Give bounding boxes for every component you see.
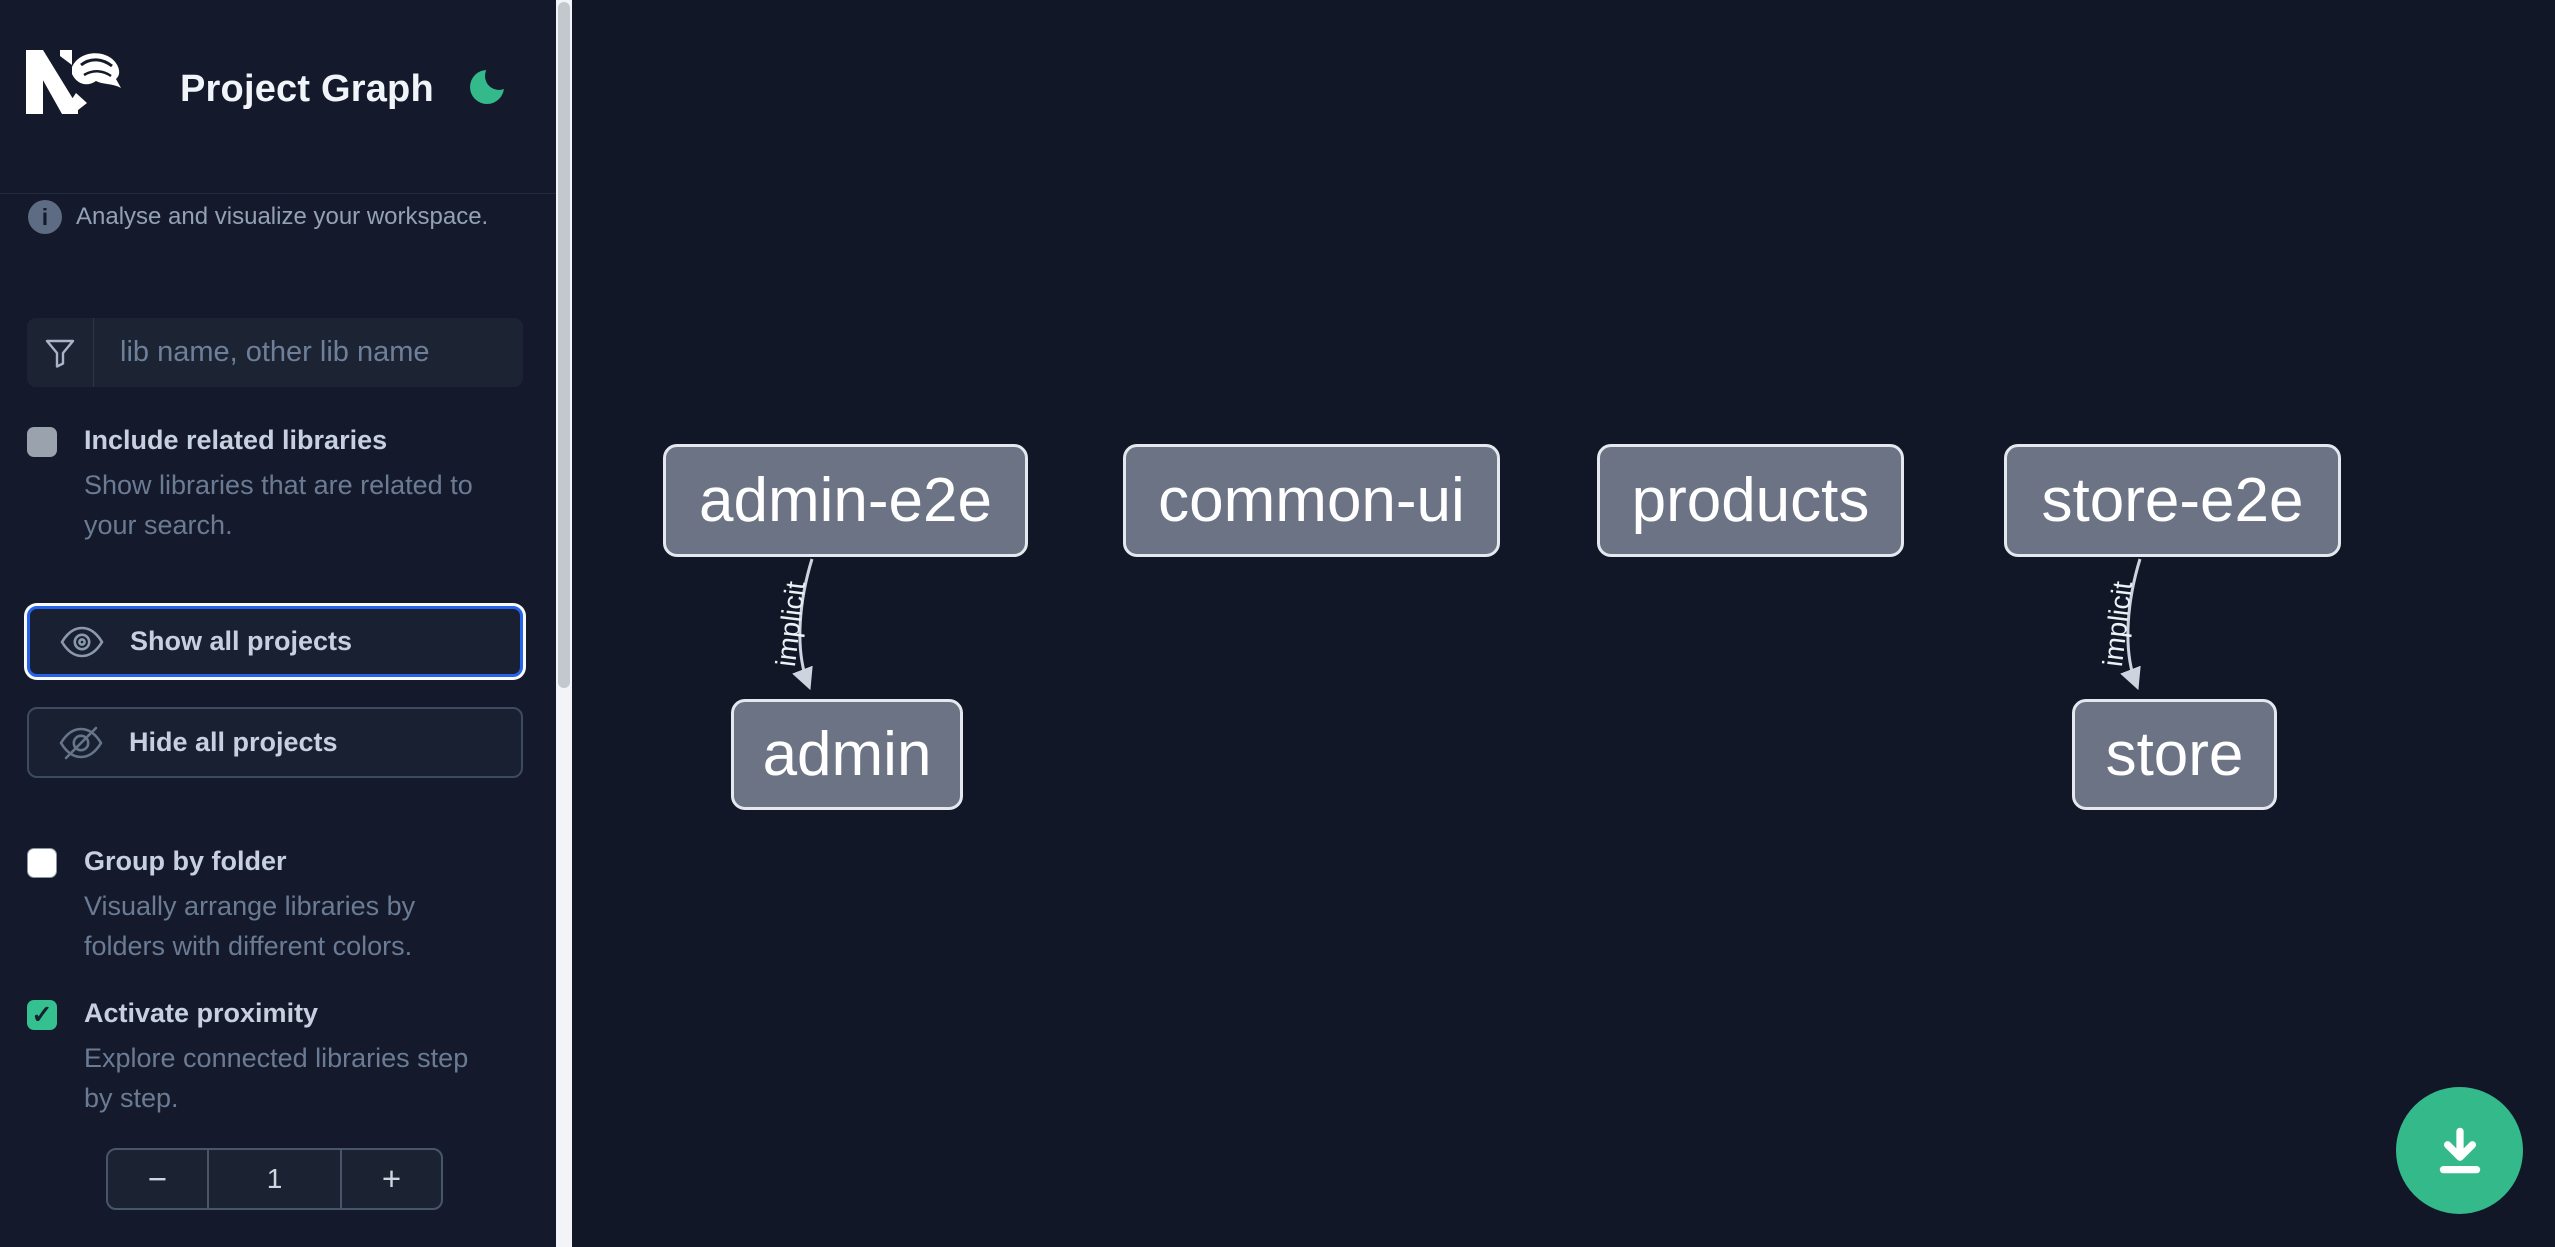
decrement-button[interactable]: −: [147, 1160, 168, 1197]
eye-icon: [60, 626, 104, 657]
hide-all-projects-label: Hide all projects: [129, 727, 338, 757]
sidebar: Project Graph i Analyse and visualize yo…: [0, 0, 556, 1247]
theme-toggle-moon-icon[interactable]: [468, 66, 508, 106]
checkmark-icon: ✓: [31, 1001, 53, 1029]
proximity-depth-value: 1: [207, 1150, 342, 1208]
proximity-depth-stepper: − 1 +: [106, 1148, 443, 1210]
filter-funnel-icon: [27, 318, 94, 387]
group-by-folder-label: Group by folder: [84, 846, 287, 876]
node-common-ui[interactable]: common-ui: [1123, 444, 1500, 557]
option-activate-proximity: ✓ Activate proximity Explore connected l…: [27, 997, 497, 1118]
group-by-folder-description: Visually arrange libraries by folders wi…: [84, 891, 416, 961]
sidebar-scrollbar-track[interactable]: [556, 0, 572, 1247]
show-all-projects-label: Show all projects: [130, 626, 353, 656]
activate-proximity-description: Explore connected libraries step by step…: [84, 1043, 469, 1113]
node-products[interactable]: products: [1597, 444, 1904, 557]
edge-store-e2e-store[interactable]: [2120, 558, 2142, 691]
graph-edges-layer: [792, 558, 2142, 691]
workspace-hint: i Analyse and visualize your workspace.: [28, 200, 488, 234]
page-title: Project Graph: [180, 68, 434, 110]
show-all-projects-button[interactable]: Show all projects: [27, 606, 523, 677]
node-admin-e2e[interactable]: admin-e2e: [663, 444, 1028, 557]
sidebar-scrollbar-thumb[interactable]: [558, 2, 570, 688]
graph-canvas[interactable]: implicit implicit admin-e2e common-ui pr…: [572, 0, 2555, 1247]
eye-off-icon: [59, 726, 103, 759]
group-by-folder-checkbox[interactable]: [27, 848, 57, 878]
edge-admin-e2e-admin[interactable]: [792, 558, 814, 691]
sidebar-header: Project Graph: [0, 0, 556, 194]
node-admin[interactable]: admin: [731, 699, 963, 810]
search-input[interactable]: [94, 318, 523, 387]
include-related-description: Show libraries that are related to your …: [84, 470, 473, 540]
option-group-by-folder: Group by folder Visually arrange librari…: [27, 845, 497, 966]
node-store[interactable]: store: [2072, 699, 2277, 810]
download-icon: [2439, 1127, 2480, 1173]
activate-proximity-checkbox[interactable]: ✓: [27, 1000, 57, 1030]
node-store-e2e[interactable]: store-e2e: [2004, 444, 2341, 557]
hide-all-projects-button[interactable]: Hide all projects: [27, 707, 523, 778]
nx-logo-icon: [26, 50, 121, 114]
workspace-hint-text: Analyse and visualize your workspace.: [76, 203, 489, 230]
include-related-checkbox[interactable]: [27, 427, 57, 457]
include-related-label: Include related libraries: [84, 425, 388, 455]
option-include-related-libraries: Include related libraries Show libraries…: [27, 424, 497, 545]
search-box: [27, 318, 523, 387]
increment-button[interactable]: +: [381, 1160, 402, 1197]
download-graph-button[interactable]: [2396, 1087, 2523, 1214]
activate-proximity-label: Activate proximity: [84, 998, 319, 1028]
info-icon: i: [28, 200, 62, 234]
